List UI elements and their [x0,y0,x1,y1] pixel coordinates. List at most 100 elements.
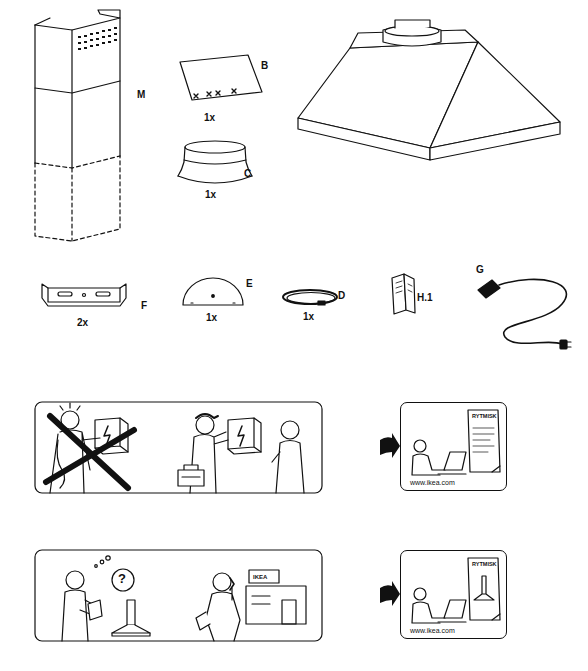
help-panel [127,600,135,625]
help-panel [112,633,150,636]
cover-plate [180,55,262,100]
quantity: 1x [303,311,314,322]
cooker-hood [383,26,441,46]
chimney-cover [78,42,81,44]
pointer-arrow [380,581,400,606]
power-cable [499,279,566,344]
chimney-cover [35,18,50,25]
chimney-cover [35,10,120,30]
warning-panel [228,418,261,452]
chimney-cover [102,36,105,38]
warning-panel [238,426,244,446]
part-letter: C [244,168,251,179]
help-panel [35,550,322,641]
help-panel [246,586,306,624]
online-help-figure [468,558,500,620]
help-panel [112,569,134,591]
online-help-figure [468,410,500,472]
warning-panel [60,403,80,410]
manual-booklet [404,274,415,313]
part-letter: E [246,278,253,289]
power-cable [478,280,500,298]
chimney-cover [78,36,81,38]
chimney-cover [78,48,81,50]
online-help-figure [492,466,500,472]
chimney-cover [114,27,117,29]
wall-bracket [42,284,126,306]
chimney-cover [84,41,87,43]
help-panel [100,560,104,564]
pointer-arrow [380,433,400,606]
wall-bracket [42,284,126,306]
clamp-band [283,290,337,305]
half-disc-part [183,278,243,305]
cooker-hood [395,20,430,28]
web-address: www.ikea.com [410,627,455,635]
air-collar [185,141,245,153]
help-box: RYTMISK www.ikea.com [400,402,507,491]
online-help-figure [438,600,466,622]
air-collar [178,141,252,183]
chimney-cover [84,47,87,49]
help-box: RYTMISKwww.ikea.com [400,550,507,639]
chimney-cover [35,156,120,168]
part-letter: G [476,264,484,275]
online-help-figure [492,614,500,620]
quantity: 1x [206,312,217,323]
booklet-title: RYTMISK [472,413,497,419]
chimney-cover [108,29,111,31]
chimney-cover [35,81,120,93]
air-collar [184,160,246,164]
chimney-cover [78,27,117,50]
help-panel [196,612,210,630]
online-help-figure [412,410,500,623]
help-panel [206,588,240,641]
help-panel [95,565,98,568]
part-letter: H.1 [417,292,433,303]
store-sign: IKEA [253,574,267,581]
chimney-cover [90,39,93,41]
power-cable [560,340,567,349]
chimney-cover [102,42,105,44]
help-panel [213,573,231,591]
warning-panel [46,430,134,482]
quantity: 2x [77,317,88,328]
online-help-figure [412,454,445,475]
web-address: www.ikea.com [410,479,455,487]
warning-panel [228,418,261,454]
chimney-cover [96,32,99,34]
chimney-cover [84,35,87,37]
help-panel [35,550,322,641]
chimney-cover [108,35,111,37]
chimney-cover [96,38,99,40]
part-letter: B [261,60,268,71]
online-help-figure [414,440,426,452]
clamp-band [318,301,325,305]
chimney-cover [35,10,120,241]
pointer-arrow [380,433,400,458]
wall-bracket [58,292,72,296]
manual-booklet [392,274,415,314]
question-mark: ? [118,572,126,586]
half-disc-part [191,302,235,303]
clamp-band [283,290,337,304]
help-panel [106,556,110,560]
wall-bracket [83,294,86,297]
clamp-band [287,293,335,304]
help-panel [66,571,84,589]
power-cable [567,342,571,347]
warning-panel [196,414,218,418]
chimney-cover [96,44,99,46]
warning-panel [196,416,214,434]
cover-plate [180,55,262,100]
cooker-hood [298,20,560,160]
chimney-cover [108,41,111,43]
wall-bracket [96,292,110,296]
chimney-cover [35,156,120,241]
warning-panel [35,402,322,493]
half-disc-part [183,278,243,305]
online-help-figure [414,588,426,600]
warning-panel [178,465,204,486]
chimney-cover [90,45,93,47]
